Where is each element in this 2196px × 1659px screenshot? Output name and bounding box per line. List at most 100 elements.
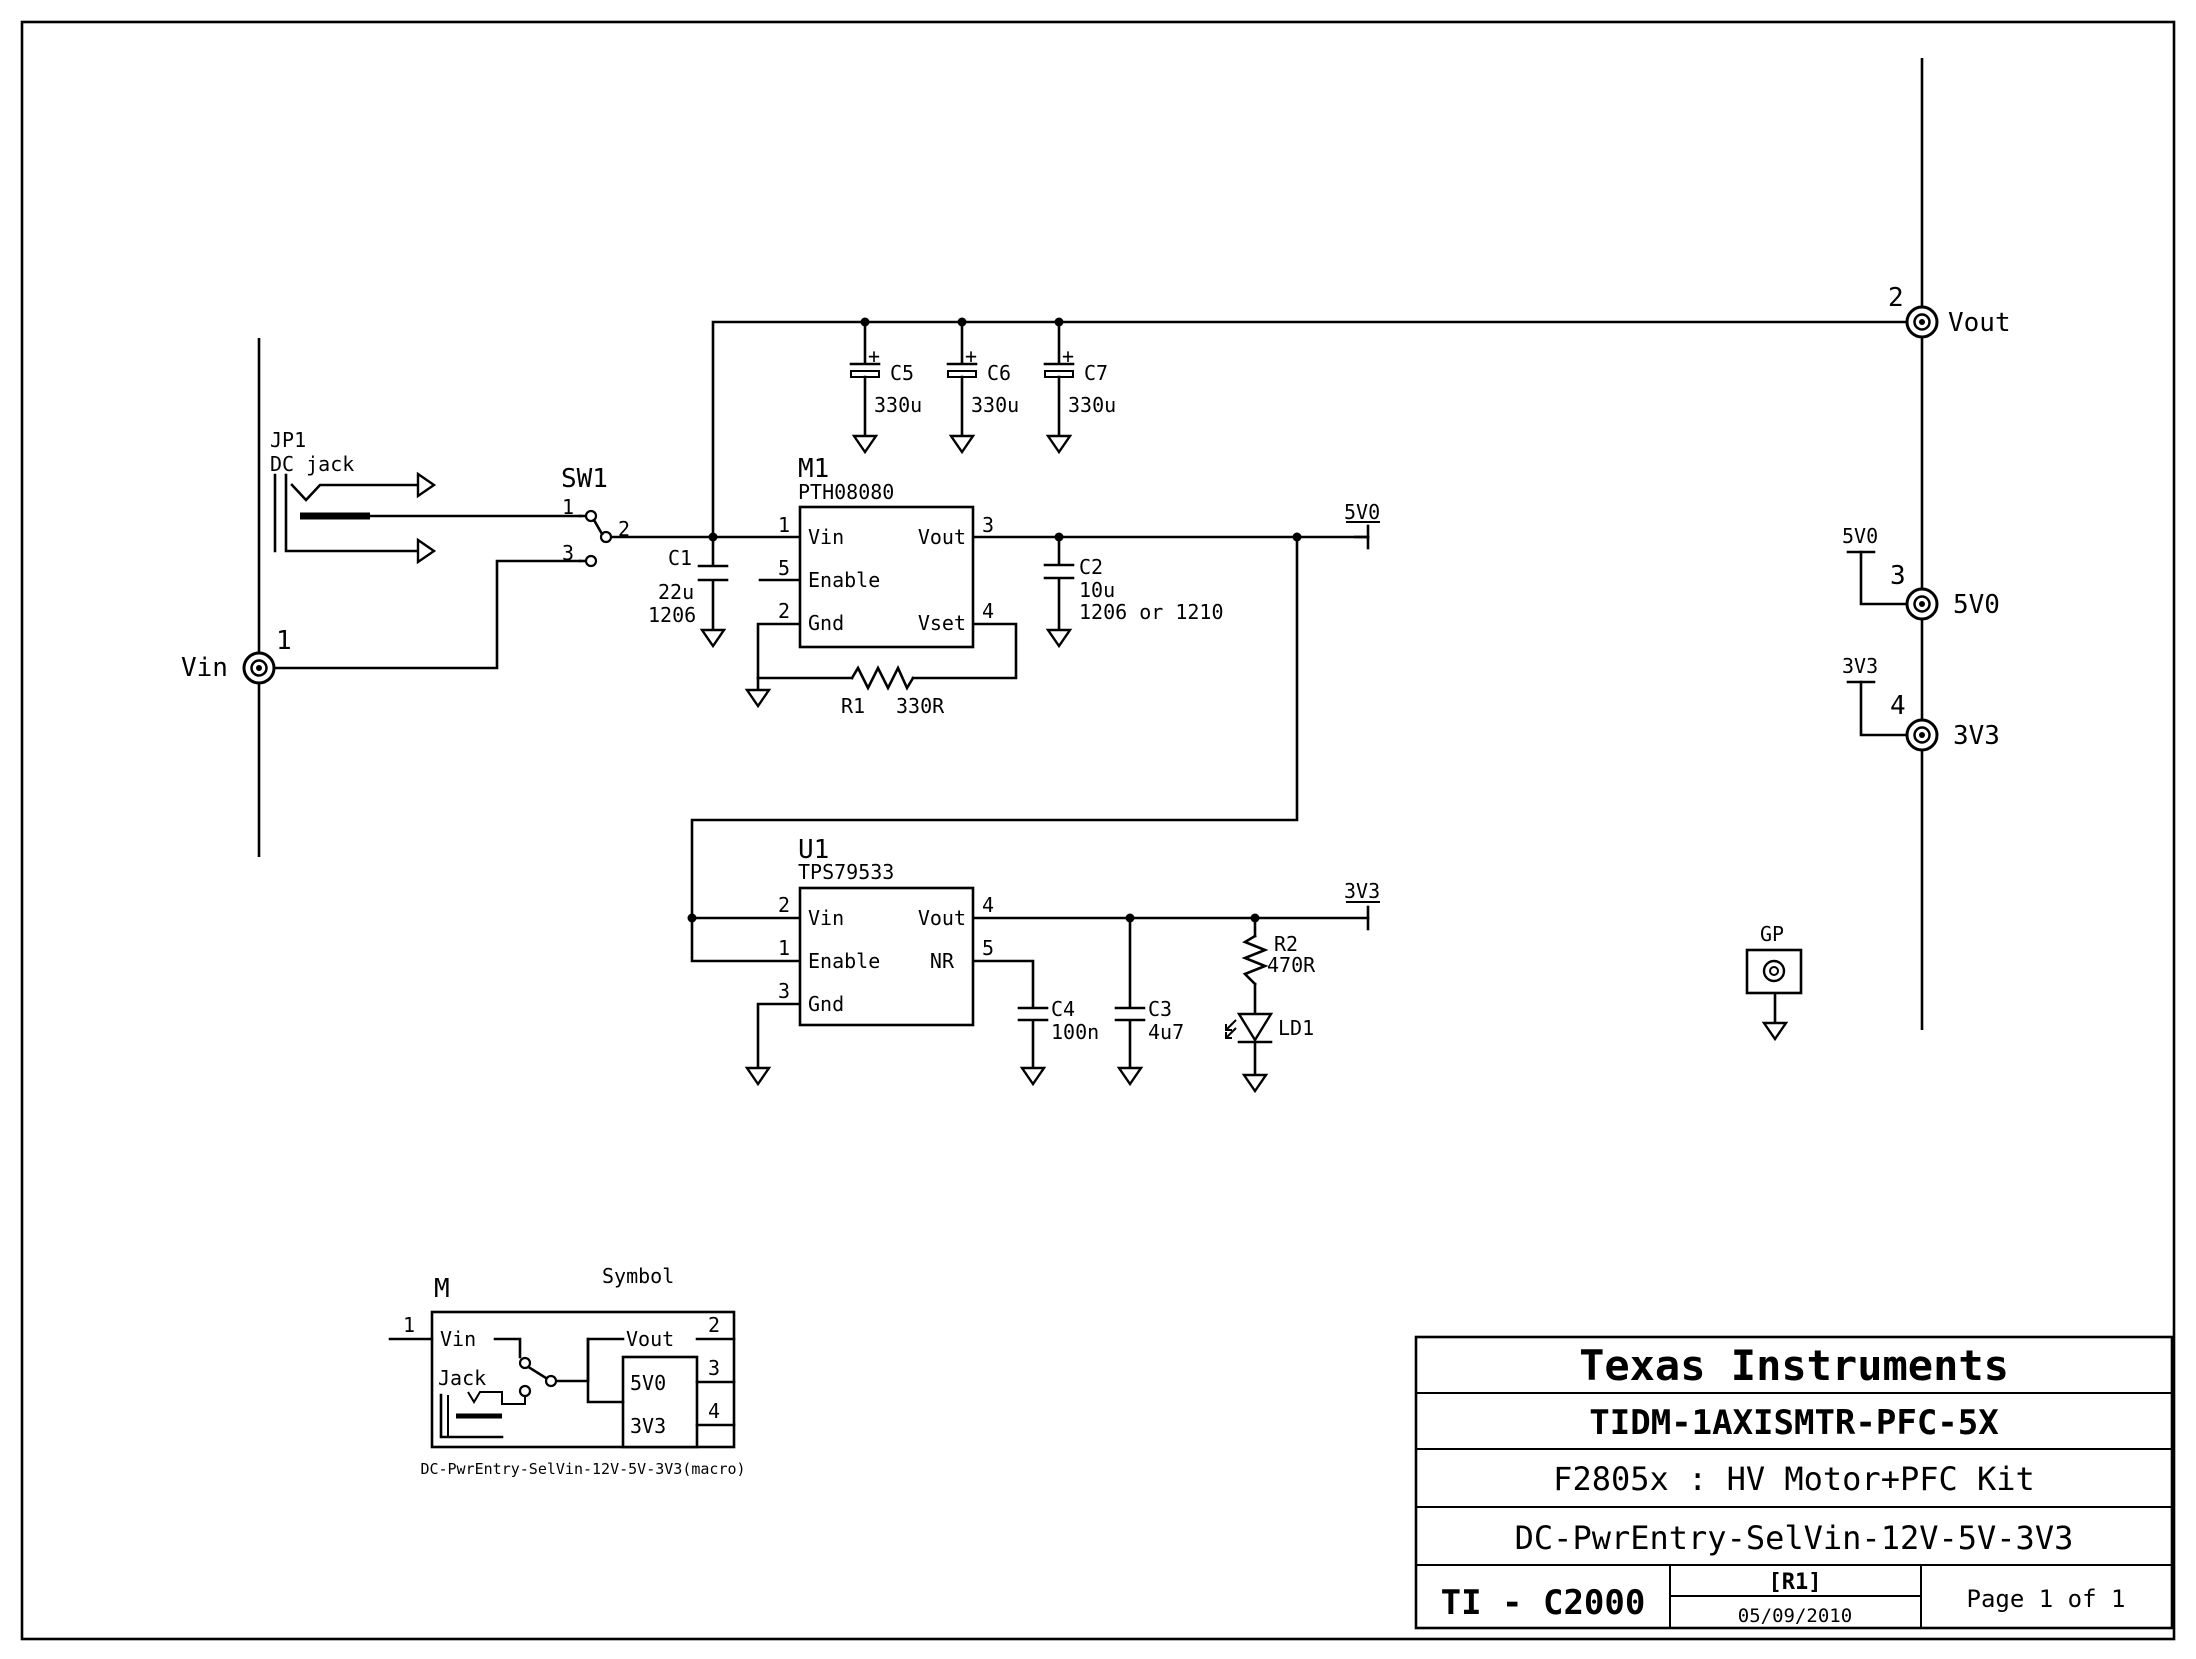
svg-text:5: 5 xyxy=(778,556,790,580)
svg-text:+: + xyxy=(868,344,880,368)
svg-text:Jack: Jack xyxy=(438,1366,486,1390)
symbol-macro-name: DC-PwrEntry-SelVin-12V-5V-3V3(macro) xyxy=(420,1460,745,1478)
sheet-border xyxy=(20,20,2176,1641)
port-5v0: 5V0 3 xyxy=(1890,561,2000,621)
svg-text:4: 4 xyxy=(982,599,994,623)
svg-text:330R: 330R xyxy=(896,694,945,718)
svg-text:C3: C3 xyxy=(1148,997,1172,1021)
jp1-ref: JP1 xyxy=(270,428,306,452)
port-vout-label: Vout xyxy=(1948,308,2011,338)
port-5v0-label: 5V0 xyxy=(1953,590,2000,620)
svg-text:C1: C1 xyxy=(668,546,692,570)
svg-text:GP: GP xyxy=(1760,922,1784,946)
svg-text:330u: 330u xyxy=(1068,393,1116,417)
svg-text:Gnd: Gnd xyxy=(808,992,844,1016)
svg-text:3: 3 xyxy=(982,513,994,537)
m1-part: PTH08080 xyxy=(798,480,894,504)
svg-text:C7: C7 xyxy=(1084,361,1108,385)
svg-text:2: 2 xyxy=(708,1313,720,1337)
title-date: 05/09/2010 xyxy=(1738,1605,1852,1627)
svg-text:C4: C4 xyxy=(1051,997,1075,1021)
svg-text:470R: 470R xyxy=(1267,953,1316,977)
svg-text:2: 2 xyxy=(778,599,790,623)
jp1-value: DC jack xyxy=(270,452,354,476)
net-flag-3v3-top: 3V3 xyxy=(1344,879,1380,931)
c5-capacitor: + C5 330u xyxy=(849,344,922,438)
m1-ref: M1 xyxy=(798,454,829,484)
u1-ref: U1 xyxy=(798,835,829,865)
svg-text:4: 4 xyxy=(708,1399,720,1423)
svg-text:Vout: Vout xyxy=(918,525,966,549)
svg-text:3: 3 xyxy=(562,541,574,565)
svg-text:1: 1 xyxy=(778,513,790,537)
port-vout-pin: 2 xyxy=(1888,283,1904,313)
svg-text:2: 2 xyxy=(618,517,630,541)
svg-text:Vin: Vin xyxy=(440,1327,476,1351)
title-kit: TIDM-1AXISMTR-PFC-5X xyxy=(1589,1403,1999,1443)
port-vin: Vin 1 xyxy=(181,626,292,685)
svg-text:1206: 1206 xyxy=(648,603,696,627)
svg-text:5V0: 5V0 xyxy=(1344,500,1380,524)
net-flag-5v0-top: 5V0 xyxy=(1344,500,1380,550)
svg-text:C6: C6 xyxy=(987,361,1011,385)
svg-text:2: 2 xyxy=(778,893,790,917)
jp1-dc-jack: JP1 DC jack xyxy=(270,428,437,565)
title-group: TI - C2000 xyxy=(1441,1583,1646,1623)
port-vout: Vout 2 xyxy=(1888,283,2011,339)
title-block: Texas Instruments TIDM-1AXISMTR-PFC-5X F… xyxy=(1414,1335,2174,1630)
svg-text:3V3: 3V3 xyxy=(1344,879,1380,903)
port-3v3-label: 3V3 xyxy=(1953,721,2000,751)
sw1-switch: SW1 1 2 3 xyxy=(561,464,630,568)
svg-text:+: + xyxy=(1062,344,1074,368)
title-page: Page 1 of 1 xyxy=(1967,1585,2126,1613)
svg-text:330u: 330u xyxy=(874,393,922,417)
svg-text:3V3: 3V3 xyxy=(1842,654,1878,678)
svg-text:Vset: Vset xyxy=(918,611,966,635)
svg-text:C5: C5 xyxy=(890,361,914,385)
svg-text:10u: 10u xyxy=(1079,578,1115,602)
svg-text:NR: NR xyxy=(930,949,955,973)
macro-symbol: Symbol M 1 2 3 4 Vin Vout 5V0 3V3 Jack D… xyxy=(388,1264,746,1478)
title-revision: [R1] xyxy=(1769,1570,1822,1595)
svg-text:4u7: 4u7 xyxy=(1148,1020,1184,1044)
c7-capacitor: + C7 330u xyxy=(1043,344,1116,438)
r1-resistor: R1 330R xyxy=(841,664,945,718)
svg-text:R1: R1 xyxy=(841,694,865,718)
svg-text:1: 1 xyxy=(403,1313,415,1337)
u1-part: TPS79533 xyxy=(798,860,894,884)
svg-text:C2: C2 xyxy=(1079,555,1103,579)
svg-text:5V0: 5V0 xyxy=(630,1371,666,1395)
svg-text:1: 1 xyxy=(562,495,574,519)
sw1-ref: SW1 xyxy=(561,464,608,494)
svg-text:22u: 22u xyxy=(658,580,694,604)
svg-text:Vin: Vin xyxy=(808,525,844,549)
symbol-ref: M xyxy=(434,1274,450,1304)
svg-text:3: 3 xyxy=(708,1356,720,1380)
svg-text:100n: 100n xyxy=(1051,1020,1099,1044)
c3-capacitor: C3 4u7 xyxy=(1114,997,1184,1044)
svg-text:Vin: Vin xyxy=(808,906,844,930)
c1-capacitor: C1 22u 1206 xyxy=(648,546,729,627)
port-vin-label: Vin xyxy=(181,653,228,683)
port-3v3: 3V3 4 xyxy=(1890,691,2000,752)
port-5v0-pin: 3 xyxy=(1890,561,1906,591)
c6-capacitor: + C6 330u xyxy=(946,344,1019,438)
ground-symbols xyxy=(699,434,1789,1094)
svg-text:5V0: 5V0 xyxy=(1842,524,1878,548)
c2-capacitor: C2 10u 1206 or 1210 xyxy=(1043,555,1224,624)
symbol-title: Symbol xyxy=(602,1264,674,1288)
svg-text:Vout: Vout xyxy=(626,1327,674,1351)
net-flag-3v3-right: 3V3 xyxy=(1842,654,1878,684)
net-flag-5v0-right: 5V0 xyxy=(1842,524,1878,554)
svg-text:3V3: 3V3 xyxy=(630,1414,666,1438)
svg-text:R2: R2 xyxy=(1274,932,1298,956)
title-company: Texas Instruments xyxy=(1579,1341,2009,1390)
gp-ground-point: GP xyxy=(1745,922,1803,995)
junctions xyxy=(687,317,1302,923)
u1-ldo: U1 TPS79533 Vin Enable Gnd Vout NR 2 1 3… xyxy=(778,835,994,1027)
svg-text:+: + xyxy=(965,344,977,368)
r2-resistor: R2 470R xyxy=(1241,932,1316,986)
svg-text:5: 5 xyxy=(982,936,994,960)
port-3v3-pin: 4 xyxy=(1890,691,1906,721)
